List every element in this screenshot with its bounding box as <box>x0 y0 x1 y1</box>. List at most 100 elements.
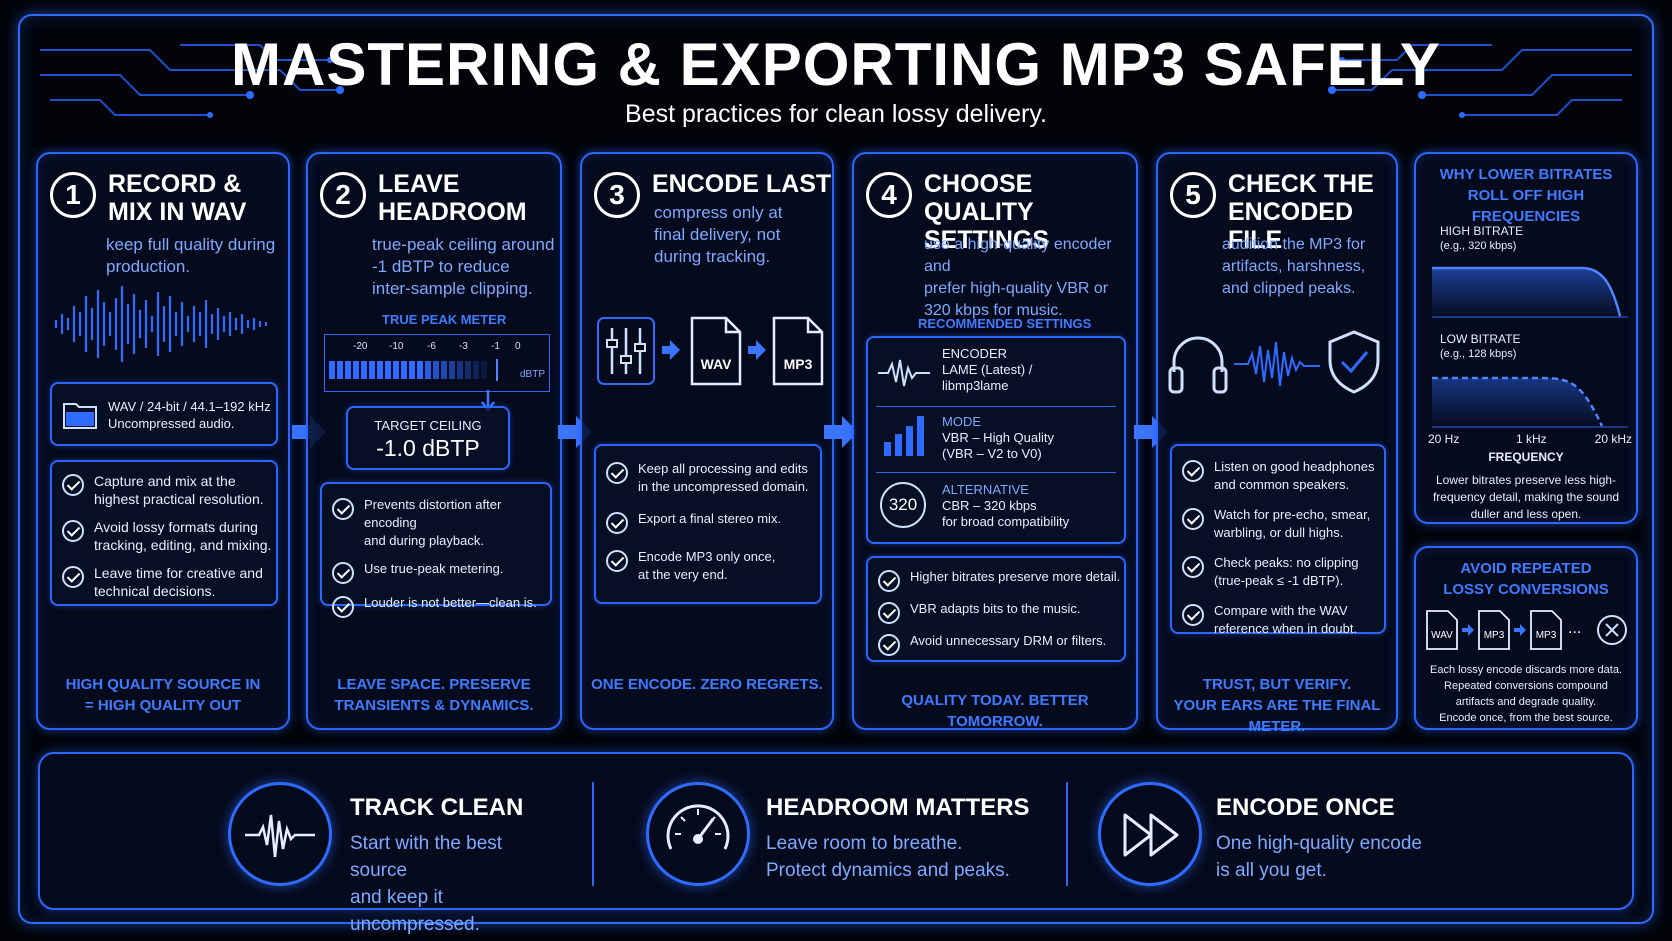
gauge-circle <box>646 782 750 886</box>
check-icon <box>1182 604 1204 626</box>
summary-title: HEADROOM MATTERS <box>766 794 1030 821</box>
mp3-file-icon: MP3 <box>772 316 824 386</box>
high-bitrate-curve <box>1432 266 1628 318</box>
divider <box>592 782 594 886</box>
setting-alternative: ALTERNATIVE CBR – 320 kbps for broad com… <box>942 482 1070 529</box>
setting-encoder: ENCODER LAME (Latest) / libmp3lame <box>942 346 1033 393</box>
step-footer: TRUST, BUT VERIFY.YOUR EARS ARE THE FINA… <box>1173 676 1381 735</box>
check-item: Encode MP3 only once,at the very end. <box>606 548 818 584</box>
check-icon <box>878 570 900 592</box>
page-subtitle: Best practices for clean lossy delivery. <box>625 100 1047 128</box>
wav-file-icon: WAV <box>690 316 742 386</box>
check-icon <box>1182 460 1204 482</box>
waveform-icon <box>245 814 315 858</box>
arrow-right-icon <box>1514 624 1526 636</box>
check-icon <box>332 498 354 520</box>
arrow-right-icon <box>824 416 858 448</box>
check-icon <box>606 512 628 534</box>
step-number: 5 <box>1170 172 1216 218</box>
waveform-circle <box>228 782 332 886</box>
wav-format-note: Uncompressed audio. <box>108 416 235 431</box>
meter-tick: 0 <box>515 341 521 352</box>
headphones-icon <box>1168 336 1228 394</box>
bitrate-320-badge: 320 <box>880 482 926 528</box>
mp3-file-icon: MP3 <box>1530 610 1562 650</box>
check-icon <box>332 562 354 584</box>
check-icon <box>1182 556 1204 578</box>
step-footer: ONE ENCODE. ZERO REGRETS. <box>591 676 823 693</box>
check-icon <box>1182 508 1204 530</box>
meter-tick: -20 <box>353 341 368 352</box>
signal-bars-icon <box>884 416 924 456</box>
step-title: RECORD &MIX IN WAV <box>108 170 247 226</box>
step-description: true-peak ceiling around-1 dBTP to reduc… <box>372 235 555 298</box>
gauge-icon <box>666 804 730 850</box>
file-chain: WAV MP3 MP3 ... <box>1426 610 1634 650</box>
check-item: Use true-peak metering. <box>332 560 548 584</box>
target-ceiling-box: TARGET CEILING -1.0 dBTP <box>346 406 510 470</box>
recommended-settings-label: RECOMMENDED SETTINGS <box>918 316 1092 331</box>
freq-tick: 20 kHz <box>1594 432 1632 446</box>
meter-tick: -1 <box>491 341 500 352</box>
check-icon <box>332 596 354 618</box>
wav-file-icon: WAV <box>1426 610 1458 650</box>
panel-caption: Each lossy encode discards more data.Rep… <box>1430 664 1622 724</box>
step-number: 4 <box>866 172 912 218</box>
true-peak-meter: -20 -10 -6 -3 -1 0 dBTP <box>324 334 550 392</box>
check-item: Avoid unnecessary DRM or filters. <box>878 632 1122 656</box>
divider <box>1066 782 1068 886</box>
true-peak-meter-label: TRUE PEAK METER <box>382 312 507 327</box>
summary-title: ENCODE ONCE <box>1216 794 1395 821</box>
check-icon <box>62 520 84 542</box>
meter-tick: -10 <box>389 341 404 352</box>
check-item: Export a final stereo mix. <box>606 510 818 534</box>
circuit-decoration-right <box>1328 44 1632 118</box>
arrow-right-icon <box>662 340 680 360</box>
circuit-decoration-left <box>40 44 344 118</box>
checklist-box: Higher bitrates preserve more detail. VB… <box>866 556 1126 662</box>
shield-check-icon <box>1328 330 1380 394</box>
setting-mode: MODE VBR – High Quality (VBR – V2 to V0) <box>942 414 1054 461</box>
check-item: Louder is not better—clean is. <box>332 594 548 618</box>
step-number: 2 <box>320 172 366 218</box>
check-icon <box>62 566 84 588</box>
target-ceiling-value: -1.0 dBTP <box>376 435 480 461</box>
outer-frame <box>18 14 1654 924</box>
step-footer: QUALITY TODAY. BETTER TOMORROW. <box>901 692 1089 730</box>
freq-tick: 1 kHz <box>1516 432 1547 446</box>
check-icon <box>62 474 84 496</box>
fast-forward-icon <box>1123 813 1179 857</box>
settings-box: ENCODER LAME (Latest) / libmp3lame MODE … <box>866 336 1126 544</box>
waveform-icon <box>1234 341 1320 387</box>
summary-headroom-matters: HEADROOM MATTERS Leave room to breathe.P… <box>600 754 1040 912</box>
chain-ellipsis: ... <box>1568 620 1582 637</box>
frequency-axis-label: FREQUENCY <box>1488 450 1564 464</box>
step-title: ENCODE LAST <box>652 170 832 198</box>
check-icon <box>878 634 900 656</box>
close-circle-icon <box>1597 615 1627 645</box>
step-card-1: 1 RECORD &MIX IN WAV keep full quality d… <box>36 152 290 730</box>
step-number: 3 <box>594 172 640 218</box>
summary-title: TRACK CLEAN <box>350 794 524 821</box>
fast-forward-circle <box>1098 782 1202 886</box>
